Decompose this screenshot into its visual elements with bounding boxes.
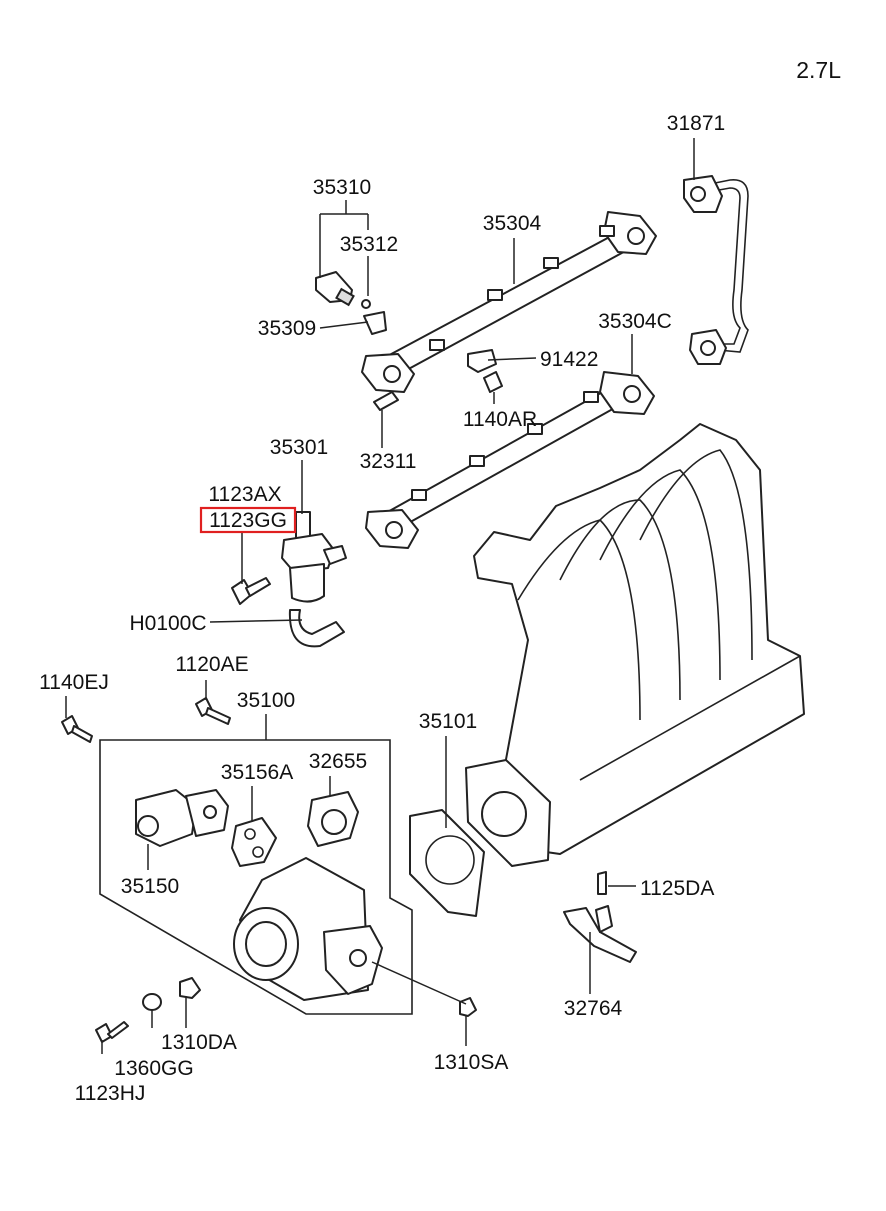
- part-label-35101[interactable]: 35101: [419, 710, 477, 733]
- dowel-pin-drawing: [373, 391, 399, 411]
- regulator-bolt-drawing: [231, 577, 271, 605]
- pressure-regulator-drawing: [281, 511, 347, 603]
- part-label-1123hj[interactable]: 1123HJ: [75, 1082, 146, 1105]
- part-label-35310[interactable]: 35310: [313, 176, 371, 199]
- throttle-gasket-drawing: [409, 809, 485, 917]
- leader-lines: [65, 138, 695, 1054]
- throttle-body-outline: [99, 739, 413, 1015]
- bracket-bolt-drawing: [467, 349, 503, 393]
- part-label-1125da[interactable]: 1125DA: [640, 877, 714, 900]
- part-label-35150[interactable]: 35150: [121, 875, 179, 898]
- manifold-flange-drawing: [465, 759, 551, 867]
- part-label-1310da[interactable]: 1310DA: [161, 1031, 237, 1054]
- part-label-32655[interactable]: 32655: [309, 750, 367, 773]
- part-label-35156a[interactable]: 35156A: [221, 761, 293, 784]
- part-label-91422[interactable]: 91422: [540, 348, 598, 371]
- engine-label: 2.7L: [796, 57, 841, 83]
- tps-drawing: [307, 791, 359, 847]
- part-label-31871[interactable]: 31871: [667, 112, 725, 135]
- part-label-32764[interactable]: 32764: [564, 997, 623, 1020]
- part-label-1123gg[interactable]: 1123GG: [209, 509, 287, 532]
- part-label-1140ar[interactable]: 1140AR: [463, 408, 537, 431]
- fuel-rail-upper-drawing: [361, 211, 657, 393]
- part-label-1140ej[interactable]: 1140EJ: [39, 671, 109, 694]
- part-label-35301[interactable]: 35301: [270, 436, 328, 459]
- idle-actuator-drawing: [135, 789, 229, 847]
- part-label-35100[interactable]: 35100: [237, 689, 295, 712]
- part-label-35304c[interactable]: 35304C: [598, 310, 672, 333]
- part-label-35304[interactable]: 35304: [483, 212, 542, 235]
- fasteners-drawing: [61, 697, 607, 1043]
- part-label-h0100c[interactable]: H0100C: [129, 612, 206, 635]
- part-label-1120ae[interactable]: 1120AE: [175, 653, 248, 676]
- actuator-gasket-drawing: [231, 817, 277, 867]
- fuel-pipe-drawing: [683, 175, 749, 365]
- vacuum-hose-drawing: [288, 609, 345, 648]
- part-label-1310sa[interactable]: 1310SA: [434, 1051, 509, 1074]
- injector-drawing: [315, 271, 387, 335]
- part-label-35309[interactable]: 35309: [258, 317, 316, 340]
- intake-manifold-drawing: [473, 423, 805, 855]
- part-label-1360gg[interactable]: 1360GG: [114, 1057, 193, 1080]
- fuel-rail-lower-drawing: [365, 371, 655, 549]
- bracket-32764-drawing: [563, 905, 637, 963]
- highlight-box-1123gg: [199, 506, 297, 534]
- part-label-35312[interactable]: 35312: [340, 233, 398, 256]
- part-label-1123ax[interactable]: 1123AX: [208, 483, 281, 506]
- part-label-32311[interactable]: 32311: [360, 450, 417, 473]
- throttle-body-drawing: [233, 857, 383, 1001]
